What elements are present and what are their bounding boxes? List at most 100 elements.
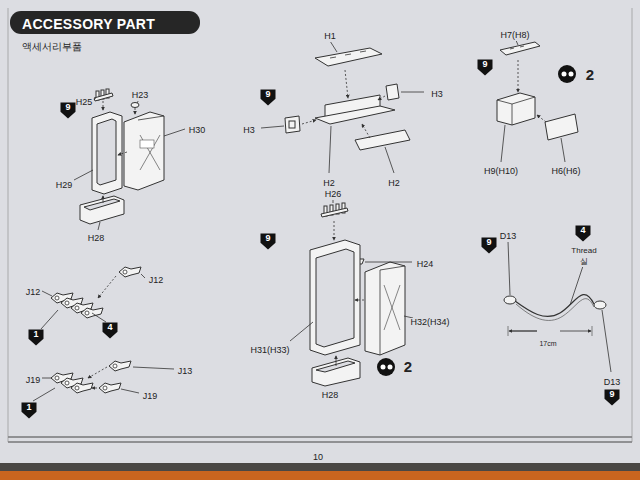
- label-holder: H3: [430, 83, 444, 101]
- line-art: [497, 93, 535, 125]
- callout-shield-shape: [576, 225, 591, 241]
- label-holder: H23: [131, 84, 150, 102]
- part-label: J12: [148, 276, 165, 286]
- shelf-assembly: [261, 41, 424, 173]
- line-art: [365, 262, 412, 263]
- callout-shield-shape: [29, 329, 44, 345]
- line-art: [133, 367, 174, 369]
- line-art: [315, 48, 382, 66]
- jerry-can-rack-a: [74, 89, 185, 230]
- part-label: 10: [312, 453, 324, 463]
- part-label: H28: [87, 234, 106, 244]
- line-art: [103, 196, 104, 203]
- step-callout: 4: [575, 225, 591, 242]
- line-art: [99, 383, 121, 393]
- label-holder: H9(H10): [483, 160, 519, 178]
- label-holder: D13: [603, 371, 622, 389]
- line-art: [289, 121, 295, 128]
- part-label: H24: [416, 260, 435, 270]
- step-callout: 1: [21, 402, 37, 419]
- line-art: [602, 310, 611, 372]
- line-art: [504, 296, 516, 304]
- tow-cable: [504, 241, 611, 372]
- line-art: [380, 266, 405, 355]
- line-art: [92, 388, 97, 389]
- line-art: [10, 11, 200, 34]
- label-holder: H24: [416, 253, 435, 271]
- label-holder: H2: [387, 172, 401, 190]
- label-holder: H31(H33): [249, 339, 290, 357]
- line-art: [386, 84, 399, 100]
- line-art: [334, 221, 335, 240]
- line-art: [345, 70, 348, 98]
- callout-number: 9: [477, 59, 493, 69]
- line-art: [261, 126, 284, 128]
- line-art: [119, 267, 141, 277]
- part-label: H29: [55, 181, 74, 191]
- step-callout: 9: [481, 237, 497, 254]
- line-art: [33, 388, 55, 401]
- line-art: [103, 101, 104, 110]
- line-art: [92, 313, 106, 322]
- callout-number: 4: [575, 225, 591, 235]
- part-label: H6(H6): [550, 167, 581, 177]
- line-art: [384, 285, 400, 330]
- line-art: [118, 152, 127, 155]
- label-holder: H2: [322, 172, 336, 190]
- box-assembly: [497, 38, 578, 162]
- label-holder: 2: [403, 358, 413, 376]
- line-art: [0, 471, 640, 480]
- paint-count: 2: [403, 359, 413, 376]
- line-art: [515, 295, 594, 317]
- line-art: [131, 103, 139, 108]
- part-label: H1: [323, 32, 337, 42]
- line-art: [570, 266, 583, 305]
- part-label: H7(H8): [499, 31, 530, 41]
- line-art: [558, 65, 576, 83]
- line-art: [302, 120, 316, 124]
- label-holder: H30: [188, 119, 207, 137]
- line-art: [98, 222, 100, 230]
- line-art: [98, 276, 116, 298]
- label-holder: H1: [323, 25, 337, 43]
- line-art: [501, 125, 505, 162]
- part-label: D13: [603, 378, 622, 388]
- callout-shield-shape: [261, 233, 276, 249]
- callout-shield-shape: [261, 89, 276, 105]
- line-art: [135, 108, 136, 114]
- label-holder: J12: [148, 269, 165, 287]
- line-art: [8, 8, 9, 442]
- label-holder: H25: [75, 91, 94, 109]
- line-art: [509, 331, 537, 332]
- line-art: [632, 8, 633, 442]
- line-art: [594, 301, 606, 309]
- step-callout: 9: [260, 233, 276, 250]
- line-art: [74, 170, 93, 180]
- label-holder: H6(H6): [550, 160, 581, 178]
- label-holder: H28: [87, 227, 106, 245]
- callout-shield-shape: [103, 322, 118, 338]
- line-art: [562, 72, 567, 77]
- label-holder: H3: [242, 119, 256, 137]
- line-art: [362, 124, 370, 138]
- part-label: H23: [131, 91, 150, 101]
- track-links: [33, 267, 174, 401]
- line-art: [510, 46, 524, 49]
- line-art: [124, 112, 164, 190]
- line-art: [71, 383, 93, 393]
- line-art: [80, 196, 124, 224]
- line-art: [141, 274, 145, 278]
- part-label: H2: [322, 179, 336, 189]
- label-holder: D13: [499, 225, 518, 243]
- part-label: 실: [579, 258, 589, 267]
- part-label: H3: [242, 126, 256, 136]
- step-callout: 9: [260, 89, 276, 106]
- label-holder: J13: [177, 360, 194, 378]
- callout-number: 9: [60, 102, 76, 112]
- part-label: D13: [499, 232, 518, 242]
- line-art: [355, 130, 410, 150]
- line-art: [545, 114, 578, 140]
- title-holder: ACCESSORY PART: [22, 15, 155, 33]
- line-art: [518, 60, 519, 92]
